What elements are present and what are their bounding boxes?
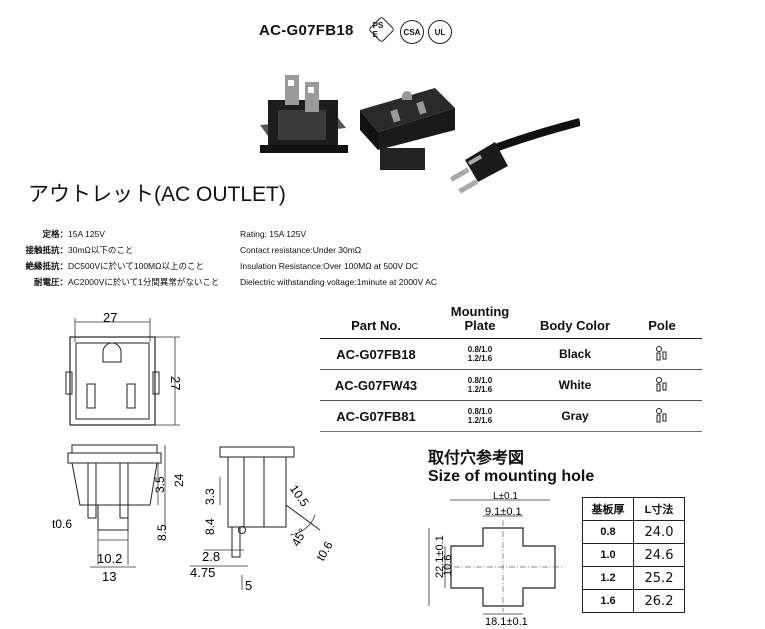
dim-mount-L: L±0.1: [493, 491, 518, 502]
spec-row: 定格：15A 125V: [42, 229, 105, 239]
spec-row: 耐電圧：AC2000Vに於いて1分間異常がないこと: [33, 277, 220, 287]
ground-pole-icon: [622, 369, 702, 401]
spec-row: Rating: 15A 125V: [240, 229, 307, 239]
dim-prof-105: 10.5: [287, 482, 312, 509]
spec-row: Dielectric withstanding voltage:1minute …: [240, 277, 438, 287]
dim-prof-475: 4.75: [190, 565, 215, 580]
dim-side-85: 8.5: [155, 524, 169, 541]
plug-photo: [449, 118, 580, 194]
dim-side-24: 24: [172, 473, 186, 487]
dim-side-102: 10.2: [97, 551, 122, 566]
dim-mount-106: 10.6: [442, 555, 454, 576]
profile-view-drawing: 3.3 8.4 2.8 4.75 5 10.5 45° t0.6: [190, 446, 336, 593]
side-view-drawing: 3.5 24 8.5 t0.6 10.2 13: [52, 444, 186, 584]
col-body-color: Body Color: [528, 305, 622, 339]
spec-row: Contact resistance:Under 30mΩ: [240, 245, 362, 255]
mounting-title-jp: 取付穴参考図: [428, 450, 525, 467]
dim-prof-t06: t0.6: [314, 539, 336, 564]
specs-english: Rating: 15A 125V Contact resistance:Unde…: [240, 226, 437, 290]
product-photos: [260, 75, 580, 194]
csa-mark-icon: CSA: [400, 20, 424, 44]
col-mounting-plate: Mounting Plate: [432, 305, 528, 339]
section-heading: アウトレット(AC OUTLET): [28, 183, 286, 206]
spec-row: Insulation Resistance:Over 100MΩ at 500V…: [240, 261, 418, 271]
ground-pole-icon: [622, 400, 702, 432]
dim-side-13: 13: [102, 569, 116, 584]
dim-prof-45: 45°: [289, 526, 310, 549]
dim-prof-84: 8.4: [203, 518, 217, 535]
mounting-hole-drawing: L±0.1 9.1±0.1 22.1±0.1 10.6 18.1±0.1: [428, 491, 563, 626]
mounting-table-header: 基板厚 L寸法: [582, 497, 685, 521]
dim-front-height: 27: [168, 376, 183, 390]
col-pole: Pole: [622, 305, 702, 339]
product-title: AC-G07FB18: [259, 22, 354, 39]
dim-mount-221: 22.1±0.1: [434, 535, 446, 578]
pse-mark-icon: PS E: [368, 16, 395, 43]
dim-prof-33: 3.3: [203, 488, 217, 505]
outlet-front-photo: [360, 88, 455, 170]
ground-pole-icon: [622, 338, 702, 370]
spec-row: 絶縁抵抗：DC500Vに於いて100MΩ以上のこと: [25, 261, 204, 271]
dim-mount-91: 9.1±0.1: [485, 506, 522, 518]
dim-mount-181: 18.1±0.1: [485, 616, 528, 626]
dim-front-width: 27: [103, 312, 117, 325]
ul-mark-icon: UL: [428, 20, 452, 44]
dim-side-35: 3.5: [153, 476, 167, 493]
dim-prof-28: 2.8: [202, 549, 220, 564]
col-part-no: Part No.: [320, 305, 432, 339]
parts-table: Part No. Mounting Plate Body Color Pole …: [320, 305, 702, 432]
mounting-title-en: Size of mounting hole: [428, 468, 595, 485]
specs-japanese: 定格：15A 125V 接触抵抗：30mΩ以下のこと 絶縁抵抗：DC500Vに於…: [8, 226, 219, 290]
dim-side-t06: t0.6: [52, 517, 72, 531]
outlet-back-photo: [260, 75, 348, 153]
parts-table-header: Part No. Mounting Plate Body Color Pole: [320, 305, 702, 339]
dim-prof-5: 5: [245, 578, 252, 593]
spec-row: 接触抵抗：30mΩ以下のこと: [25, 245, 134, 255]
front-view-drawing: 27 27: [65, 312, 183, 426]
